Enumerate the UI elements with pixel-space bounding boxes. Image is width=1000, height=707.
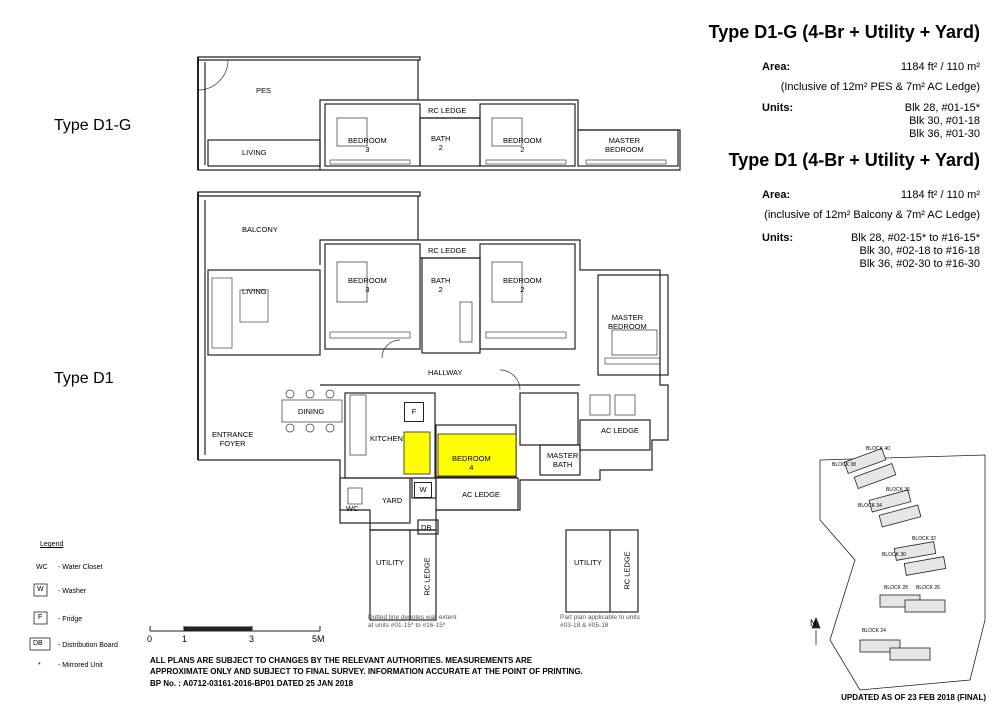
room-master-bedroom-d1g: MASTER BEDROOM xyxy=(605,136,644,154)
scale-tick-1: 1 xyxy=(182,634,188,644)
room-utility: UTILITY xyxy=(376,558,404,567)
room-master-bath: MASTER BATH xyxy=(547,451,579,469)
room-bath2-d1: BATH 2 xyxy=(431,276,451,294)
key-plan-site xyxy=(811,448,986,691)
footer-line-2: APPROXIMATE ONLY AND SUBJECT TO FINAL SU… xyxy=(150,667,583,676)
note-part-plan: Part plan applicable to units #03-18 & #… xyxy=(560,614,640,629)
part-plan-utility: UTILITY xyxy=(574,558,602,567)
type-d1g-label: Type D1-G xyxy=(54,117,132,134)
scale-tick-5m: 5M xyxy=(312,634,325,644)
legend-text-db: - Distribution Board xyxy=(58,642,118,649)
room-bedroom3-d1g: BEDROOM 3 xyxy=(348,136,387,154)
room-wc: WC xyxy=(346,504,359,513)
d1g-area-label: Area: xyxy=(762,61,791,73)
room-pes: PES xyxy=(256,86,272,95)
legend-symbol-db: DB xyxy=(33,640,43,647)
room-rc-ledge-d1g: RC LEDGE xyxy=(428,106,467,115)
key-block-34: BLOCK 34 xyxy=(858,503,882,509)
d1-area-label: Area: xyxy=(762,189,791,201)
d1-units-label: Units: xyxy=(762,232,794,244)
d1-area-value: 1184 ft² / 110 m² xyxy=(900,189,980,201)
room-dining: DINING xyxy=(298,407,325,416)
footer-line-1: ALL PLANS ARE SUBJECT TO CHANGES BY THE … xyxy=(150,656,533,665)
key-block-24: BLOCK 24 xyxy=(862,628,886,634)
d1g-area-note: (Inclusive of 12m² PES & 7m² AC Ledge) xyxy=(780,81,980,93)
highlight-kitchen-bedroom4-door xyxy=(403,431,431,475)
room-bedroom2-d1: BEDROOM 2 xyxy=(503,276,542,294)
room-rc-ledge-vertical: RC LEDGE xyxy=(422,557,432,596)
room-master-bedroom-d1: MASTER BEDROOM xyxy=(608,313,647,331)
room-living-d1g: LIVING xyxy=(242,148,267,157)
d1g-units-label: Units: xyxy=(762,102,794,114)
key-block-30: BLOCK 30 xyxy=(882,552,906,558)
room-bath2-d1g: BATH 2 xyxy=(431,134,451,152)
d1-unit-1: Blk 28, #02-15* to #16-15* xyxy=(850,232,980,244)
legend-text-washer: - Washer xyxy=(58,588,87,595)
room-bedroom2-d1g: BEDROOM 2 xyxy=(503,136,542,154)
legend-symbol-wc: WC xyxy=(36,564,48,571)
legend-text-mirrored: - Mirrored Unit xyxy=(58,662,103,669)
key-block-32: BLOCK 32 xyxy=(912,536,936,542)
room-living-d1: LIVING xyxy=(242,287,267,296)
washer-symbol: W xyxy=(414,482,432,498)
key-block-40: BLOCK 40 xyxy=(866,446,890,452)
legend-text-fridge: - Fridge xyxy=(58,616,83,623)
key-block-36: BLOCK 36 xyxy=(886,487,910,493)
d1-unit-2: Blk 30, #02-18 to #16-18 xyxy=(859,245,980,257)
legend-symbol-mirrored: * xyxy=(38,662,41,669)
footer-updated: UPDATED AS OF 23 FEB 2018 (FINAL) xyxy=(841,693,986,702)
room-hallway: HALLWAY xyxy=(428,368,463,377)
d1g-unit-1: Blk 28, #01-15* xyxy=(904,102,980,114)
room-bedroom3-d1: BEDROOM 3 xyxy=(348,276,387,294)
note-dotted-line: Dotted line denotes wall extent at units… xyxy=(368,614,457,629)
legend-symbol-washer: W xyxy=(37,586,44,593)
room-balcony: BALCONY xyxy=(242,225,278,234)
room-ac-ledge-bottom: AC LEDGE xyxy=(462,490,500,499)
room-yard: YARD xyxy=(382,496,403,505)
key-block-38: BLOCK 38 xyxy=(832,462,856,468)
type-d1-label: Type D1 xyxy=(54,370,114,387)
key-block-28: BLOCK 28 xyxy=(884,585,908,591)
d1g-title: Type D1-G (4-Br + Utility + Yard) xyxy=(708,22,980,42)
fridge-symbol: F xyxy=(404,402,424,422)
scale-tick-3: 3 xyxy=(249,634,255,644)
d1-area-note: (inclusive of 12m² Balcony & 7m² AC Ledg… xyxy=(764,209,980,221)
footer-line-3: BP No. : A0712-03161-2016-BP01 DATED 25 … xyxy=(150,679,354,688)
d1g-unit-3: Blk 36, #01-30 xyxy=(909,128,980,140)
legend-symbol-fridge: F xyxy=(38,614,43,621)
key-block-26: BLOCK 26 xyxy=(916,585,940,591)
north-arrow-label: N xyxy=(810,618,817,628)
d1g-area-value: 1184 ft² / 110 m² xyxy=(900,61,980,73)
legend-title: Legend xyxy=(40,541,64,548)
room-kitchen: KITCHEN xyxy=(370,434,403,443)
highlight-bedroom-4 xyxy=(437,433,517,477)
room-bedroom-4: BEDROOM 4 xyxy=(452,454,491,472)
db-symbol: DB xyxy=(421,523,432,532)
part-plan-rc-ledge: RC LEDGE xyxy=(622,551,632,590)
legend-text-wc: - Water Closet xyxy=(58,564,103,571)
d1-unit-3: Blk 36, #02-30 to #16-30 xyxy=(859,258,980,270)
room-rc-ledge-d1: RC LEDGE xyxy=(428,246,467,255)
d1g-unit-2: Blk 30, #01-18 xyxy=(909,115,980,127)
d1-title: Type D1 (4-Br + Utility + Yard) xyxy=(728,150,980,170)
scale-tick-0: 0 xyxy=(147,634,153,644)
room-ac-ledge-right: AC LEDGE xyxy=(601,426,639,435)
room-entrance-foyer: ENTRANCE FOYER xyxy=(212,430,254,448)
